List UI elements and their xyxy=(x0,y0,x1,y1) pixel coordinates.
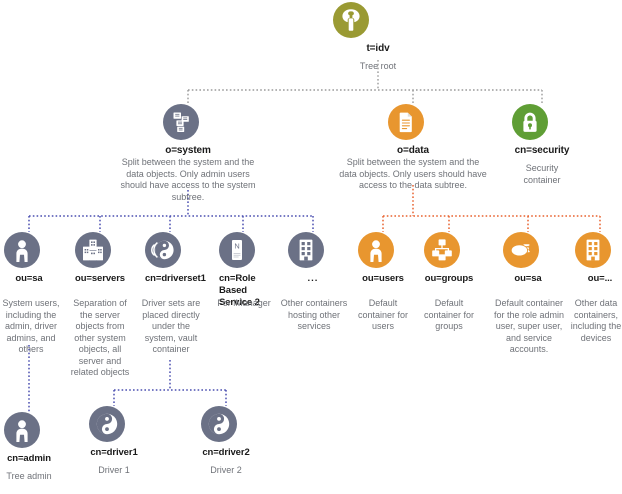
driverset-icon xyxy=(145,232,195,268)
node-title: o=data xyxy=(397,145,429,156)
driver-icon xyxy=(89,406,139,442)
coins-icon xyxy=(503,232,553,268)
node-cn-driver2[interactable]: cn=driver2 Driver 2 xyxy=(201,406,251,477)
system-org-icon xyxy=(163,104,213,140)
node-title: cn=Role Based Service 2 xyxy=(219,273,260,308)
node-ou-sa-data[interactable]: ou=sa xyxy=(503,232,553,285)
node-title: o=system xyxy=(165,145,211,156)
node-title: t=idv xyxy=(366,43,390,54)
node-title: cn=security xyxy=(514,145,570,156)
node-cn-driverset1-desc: Driver sets are placed directly under th… xyxy=(141,298,201,354)
tree-icon xyxy=(333,2,423,38)
node-ou-sa-system-desc: System users, including the admin, drive… xyxy=(2,298,60,354)
node-desc: Driver 2 xyxy=(210,465,242,475)
node-title: cn=driver2 xyxy=(202,447,250,458)
node-title: ou=sa xyxy=(15,273,43,284)
svg-text:N: N xyxy=(234,241,239,250)
node-cn-admin[interactable]: cn=admin Tree admin xyxy=(4,412,54,483)
node-ou-other-data[interactable]: ou=... xyxy=(575,232,622,285)
user-icon xyxy=(358,232,408,268)
node-root[interactable]: t=idv Tree root xyxy=(333,2,423,73)
node-title: cn=admin xyxy=(7,453,51,464)
node-title: ou=groups xyxy=(424,273,474,284)
node-cn-rbs2[interactable]: N cn=Role Based Service 2 xyxy=(219,232,269,309)
node-desc: Driver 1 xyxy=(98,465,130,475)
user-icon xyxy=(4,232,54,268)
node-desc: Security container xyxy=(523,163,561,185)
node-o-data-desc: Split between the system and the data ob… xyxy=(339,157,487,190)
servers-icon xyxy=(75,232,125,268)
node-ou-servers[interactable]: ou=servers xyxy=(75,232,125,285)
node-title: ou=sa xyxy=(514,273,542,284)
container-building-icon xyxy=(575,232,622,268)
node-o-system-desc: Split between the system and the data ob… xyxy=(120,157,256,202)
node-o-data[interactable]: o=data xyxy=(388,104,438,157)
driver-icon xyxy=(201,406,251,442)
node-title: ou=servers xyxy=(75,273,125,284)
node-ou-groups[interactable]: ou=groups xyxy=(424,232,474,285)
node-desc: Tree admin xyxy=(6,471,52,481)
document-icon xyxy=(388,104,438,140)
node-ou-servers-desc: Separation of the server objects from ot… xyxy=(70,298,130,377)
node-ou-other-data-desc: Other data containers, including the dev… xyxy=(570,298,622,343)
groups-icon xyxy=(424,232,474,268)
node-other-system-containers[interactable]: ... xyxy=(288,232,338,284)
node-title: ... xyxy=(307,273,319,284)
node-title: cn=driverset1 xyxy=(145,273,206,284)
node-ou-groups-desc: Default container for groups xyxy=(423,298,475,331)
node-o-system[interactable]: o=system xyxy=(163,104,213,157)
node-ou-sa-data-desc: Default container for the role admin use… xyxy=(493,298,565,354)
node-other-system-containers-desc: Other containers hosting other services xyxy=(280,298,348,331)
node-title: ou=users xyxy=(362,273,404,284)
user-icon xyxy=(4,412,54,448)
node-title: cn=driver1 xyxy=(90,447,138,458)
node-ou-users[interactable]: ou=users xyxy=(358,232,408,285)
rbs-card-icon: N xyxy=(219,232,269,268)
node-cn-rbs2-desc: For iManager xyxy=(217,298,271,308)
container-building-icon xyxy=(288,232,338,268)
node-desc: Tree root xyxy=(359,61,397,71)
node-ou-sa-system[interactable]: ou=sa xyxy=(4,232,54,285)
lock-icon xyxy=(512,104,572,140)
node-cn-driverset1[interactable]: cn=driverset1 xyxy=(145,232,206,285)
node-cn-driver1[interactable]: cn=driver1 Driver 1 xyxy=(89,406,139,477)
node-ou-users-desc: Default container for users xyxy=(357,298,409,331)
node-title: ou=... xyxy=(587,273,613,284)
node-cn-security[interactable]: cn=security Security container xyxy=(512,104,572,186)
